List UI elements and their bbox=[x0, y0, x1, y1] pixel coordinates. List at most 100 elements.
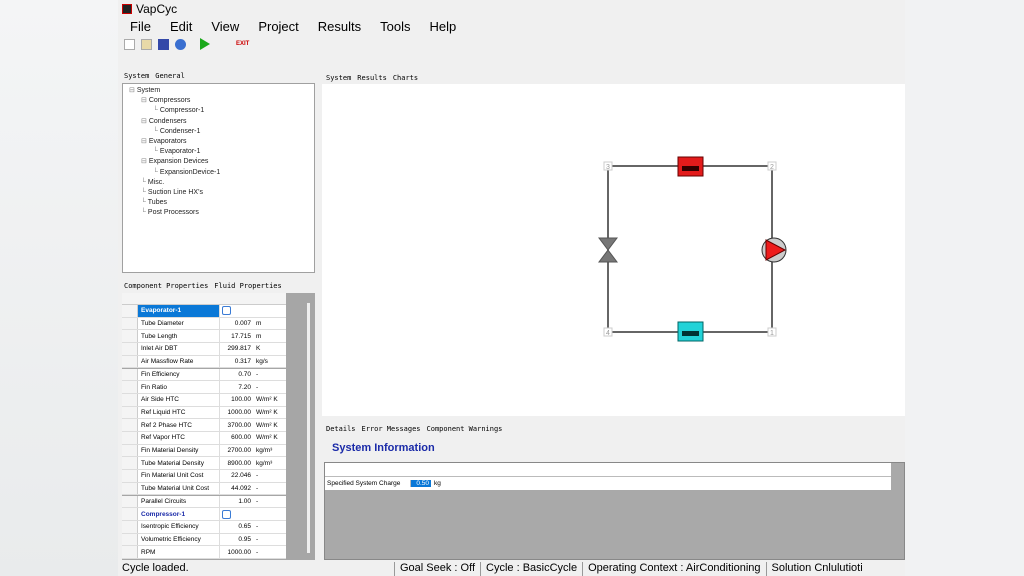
system-diagram-canvas[interactable]: 1 2 3 4 bbox=[322, 84, 905, 416]
tree-item-group[interactable]: └ Tubes bbox=[129, 198, 314, 208]
tree-expander-icon[interactable]: └ bbox=[141, 189, 148, 197]
tree-label: Suction Line HX's bbox=[147, 189, 203, 197]
ellipsis-button[interactable] bbox=[222, 509, 231, 519]
tree-expander-icon[interactable]: └ bbox=[153, 168, 160, 176]
run-icon[interactable] bbox=[200, 38, 210, 50]
menu-edit[interactable]: Edit bbox=[169, 19, 193, 34]
menu-results[interactable]: Results bbox=[317, 19, 362, 34]
tree-item-group[interactable]: ⊟ Compressors bbox=[129, 96, 314, 106]
tab-fluid-properties[interactable]: Fluid Properties bbox=[214, 282, 282, 290]
open-folder-icon[interactable] bbox=[141, 38, 152, 50]
condenser-icon[interactable] bbox=[677, 156, 704, 177]
tree-expander-icon[interactable]: └ bbox=[141, 178, 148, 186]
property-value[interactable]: 17.715 bbox=[231, 332, 251, 340]
tree-expander-icon[interactable]: ⊟ bbox=[129, 87, 137, 94]
property-value[interactable]: 8900.00 bbox=[227, 459, 252, 467]
tree-item-group[interactable]: ⊟ Condensers bbox=[129, 117, 314, 127]
property-value[interactable]: 2700.00 bbox=[227, 447, 252, 455]
menu-project[interactable]: Project bbox=[258, 19, 299, 34]
property-value[interactable]: 299.817 bbox=[227, 345, 252, 353]
tree-item-component[interactable]: └ Evaporator-1 bbox=[129, 147, 314, 157]
collapse-icon[interactable] bbox=[122, 508, 138, 520]
property-value[interactable]: 600.00 bbox=[231, 434, 251, 442]
property-value[interactable]: 3700.00 bbox=[227, 421, 252, 429]
tree-item-group[interactable]: ⊟ Evaporators bbox=[129, 137, 314, 147]
property-category[interactable]: Evaporator-1 bbox=[122, 305, 286, 318]
property-value[interactable]: 1000.00 bbox=[227, 548, 252, 556]
tree-expander-icon[interactable]: └ bbox=[141, 209, 148, 217]
expansion-valve-icon[interactable] bbox=[598, 237, 618, 263]
property-value[interactable]: 0.007 bbox=[234, 320, 251, 328]
exit-icon[interactable]: EXIT bbox=[236, 41, 250, 47]
tree-item-group[interactable]: └ Misc. bbox=[129, 178, 314, 188]
tree-item-group[interactable]: ⊟ Expansion Devices bbox=[129, 157, 314, 167]
property-category[interactable]: Compressor-1 bbox=[122, 508, 286, 521]
menu-file[interactable]: File bbox=[130, 19, 151, 34]
evaporator-icon[interactable] bbox=[677, 321, 704, 342]
tree-item-system[interactable]: ⊟ System bbox=[129, 86, 314, 96]
tab-results[interactable]: Results bbox=[357, 74, 387, 82]
property-value[interactable]: 0.95 bbox=[238, 535, 251, 543]
tab-charts[interactable]: Charts bbox=[392, 74, 419, 82]
property-value[interactable]: 1.00 bbox=[238, 497, 251, 505]
ellipsis-button[interactable] bbox=[222, 306, 231, 316]
tree-expander-icon[interactable]: └ bbox=[141, 199, 148, 207]
property-value[interactable]: 44.092 bbox=[231, 485, 251, 493]
property-value[interactable]: 7.20 bbox=[238, 383, 251, 391]
tab-details[interactable]: Details bbox=[326, 425, 356, 433]
save-icon[interactable] bbox=[158, 38, 169, 50]
property-value[interactable]: 0.70 bbox=[238, 370, 251, 378]
system-charge-value[interactable]: 0.50 bbox=[411, 480, 431, 487]
property-grid-scrollbar[interactable] bbox=[307, 303, 310, 553]
tab-component-properties[interactable]: Component Properties bbox=[124, 282, 209, 290]
tree-item-component[interactable]: └ Compressor-1 bbox=[129, 106, 314, 116]
property-value[interactable]: 0.317 bbox=[234, 358, 251, 366]
tab-error-messages[interactable]: Error Messages bbox=[361, 425, 421, 433]
property-value[interactable]: 100.00 bbox=[231, 396, 251, 404]
tree-item-group[interactable]: └ Suction Line HX's bbox=[129, 188, 314, 198]
tab-system-diagram[interactable]: System bbox=[326, 74, 352, 82]
tab-system[interactable]: System bbox=[124, 72, 150, 80]
property-value[interactable]: 1000.00 bbox=[227, 408, 252, 416]
new-file-icon[interactable] bbox=[124, 38, 135, 50]
tree-expander-icon[interactable]: ⊟ bbox=[141, 158, 149, 166]
tree-expander-icon[interactable]: ⊟ bbox=[141, 97, 149, 105]
collapse-icon[interactable] bbox=[122, 305, 138, 317]
help-icon[interactable] bbox=[175, 38, 186, 50]
tree-expander-icon[interactable]: ⊟ bbox=[141, 117, 149, 125]
tree-item-group[interactable]: └ Post Processors bbox=[129, 208, 314, 218]
menu-view[interactable]: View bbox=[211, 19, 240, 34]
property-value[interactable]: 0.65 bbox=[238, 523, 251, 531]
tree-expander-icon[interactable]: ⊟ bbox=[141, 138, 149, 146]
tree-expander-icon[interactable]: └ bbox=[153, 148, 160, 156]
tree-expander-icon[interactable]: └ bbox=[153, 127, 160, 135]
tree-item-component[interactable]: └ ExpansionDevice-1 bbox=[129, 168, 314, 178]
property-value[interactable]: 22.046 bbox=[231, 472, 251, 480]
menu-help[interactable]: Help bbox=[429, 19, 457, 34]
tab-component-warnings[interactable]: Component Warnings bbox=[426, 425, 503, 433]
menu-tools[interactable]: Tools bbox=[380, 19, 411, 34]
tab-general[interactable]: General bbox=[155, 72, 185, 80]
compressor-icon[interactable] bbox=[761, 237, 787, 263]
tree-expander-icon[interactable]: └ bbox=[153, 107, 160, 115]
tree-item-component[interactable]: └ Condenser-1 bbox=[129, 127, 314, 137]
